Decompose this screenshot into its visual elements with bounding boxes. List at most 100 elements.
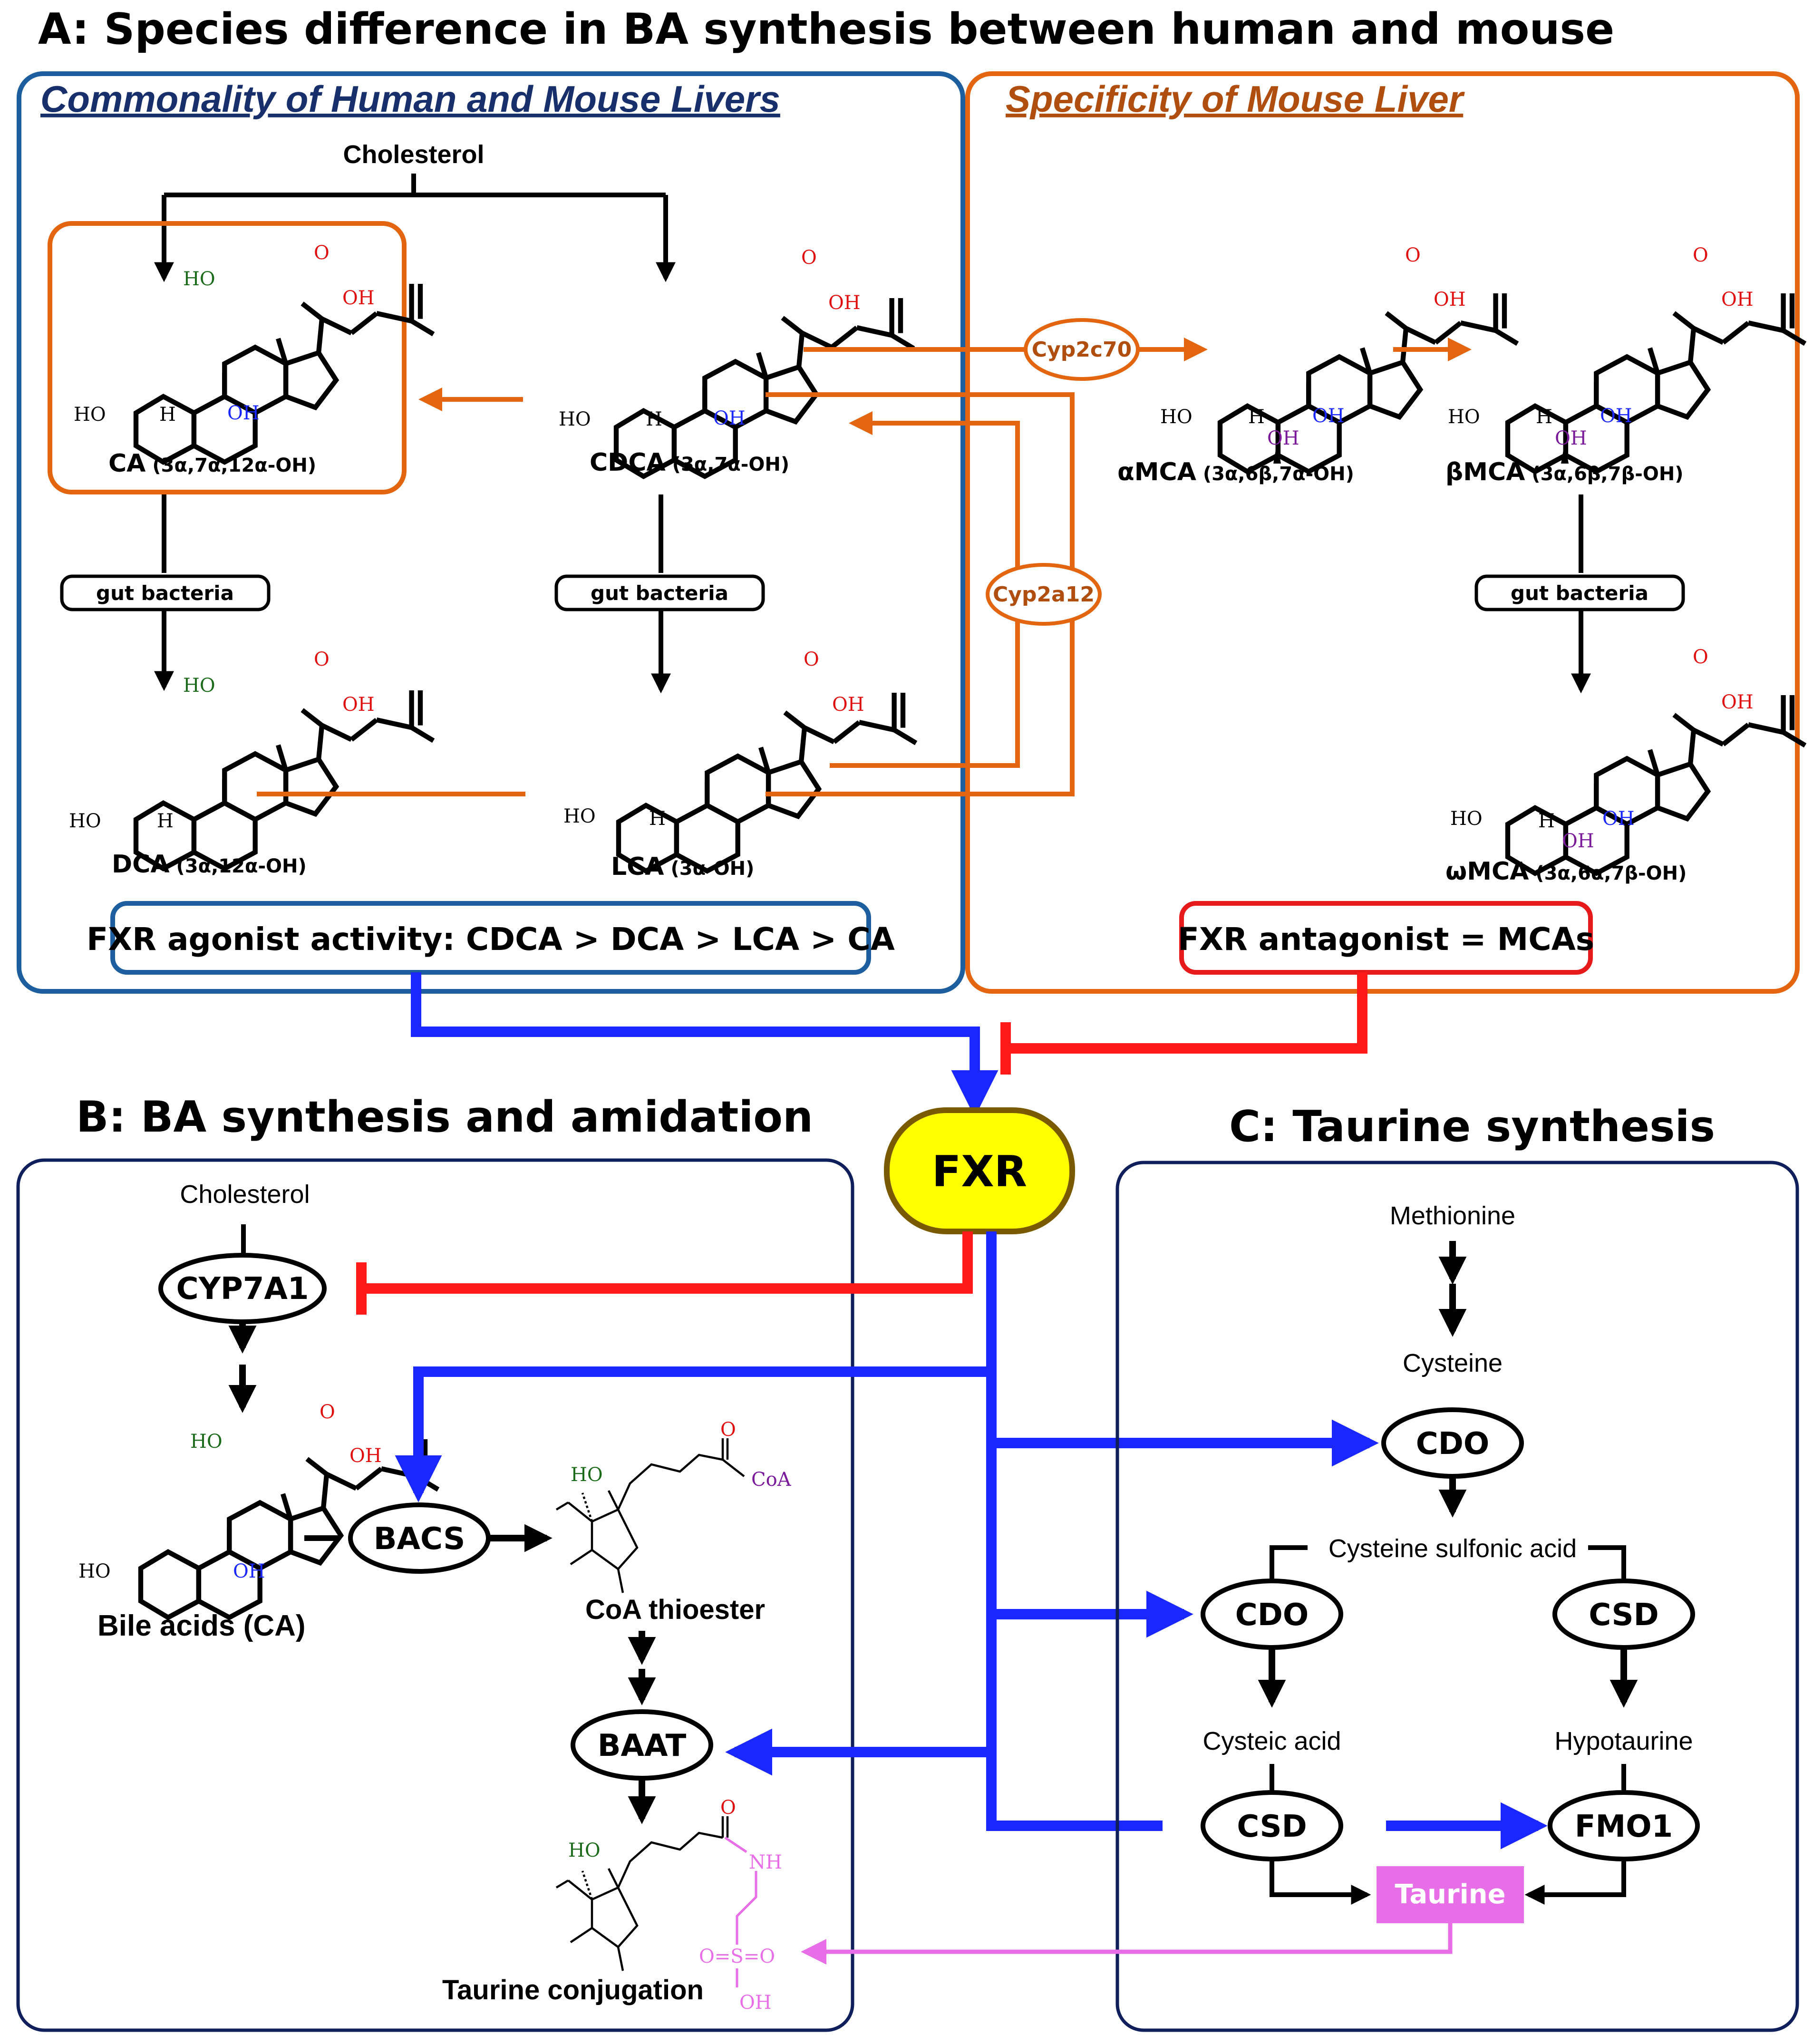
panel-b-box bbox=[16, 1158, 854, 2032]
bmca-6b-wedge bbox=[1561, 442, 1569, 464]
ca-acid-oh: OH bbox=[342, 287, 375, 309]
antagonist-box bbox=[1179, 901, 1593, 975]
panel-b-title: B: BA synthesis and amidation bbox=[76, 1092, 813, 1142]
bile-acid-acid-oh: OH bbox=[349, 1445, 382, 1467]
gut-bacteria-box-2 bbox=[554, 574, 765, 611]
bmca-3-oh: HO bbox=[1448, 406, 1480, 428]
taurine-conj-nh: NH bbox=[749, 1851, 782, 1873]
dca-5-h: H bbox=[157, 810, 174, 832]
bile-acids-label: Bile acids (CA) bbox=[97, 1609, 306, 1642]
taurine-conjugate-structure bbox=[555, 1816, 757, 1987]
cdo-enzyme-1 bbox=[1381, 1407, 1524, 1479]
bacs-enzyme bbox=[348, 1502, 491, 1574]
lca-label: LCA (3α-OH) bbox=[611, 852, 754, 881]
bmca-acid-oh: OH bbox=[1721, 289, 1754, 310]
bacs-label: BACS bbox=[374, 1521, 465, 1557]
taurine-box bbox=[1377, 1866, 1524, 1923]
cdca-acid-oh: OH bbox=[828, 292, 861, 314]
cdca-5-h: H bbox=[646, 408, 662, 430]
taurine-to-conjugation-arrow bbox=[801, 1923, 1453, 1965]
ca-structure bbox=[136, 284, 434, 462]
cdca-keto-o: O bbox=[801, 247, 817, 269]
agonist-box bbox=[110, 901, 871, 975]
agonist-label: FXR agonist activity: CDCA > DCA > LCA >… bbox=[87, 921, 895, 958]
dca-structure bbox=[136, 690, 434, 869]
lca-5-h: H bbox=[649, 808, 666, 830]
panel-c-box bbox=[1115, 1161, 1799, 2032]
lca-keto-o: O bbox=[804, 649, 819, 670]
bile-acid-7-oh: OH bbox=[233, 1560, 265, 1582]
gut-bacteria-box-3 bbox=[1474, 574, 1685, 611]
dca-keto-o: O bbox=[314, 649, 330, 670]
ca-5-h: H bbox=[159, 404, 176, 426]
cdo-label-1: CDO bbox=[1416, 1426, 1490, 1462]
bmca-5-h: H bbox=[1536, 406, 1552, 428]
wmca-7-oh: OH bbox=[1602, 808, 1635, 830]
hypotaurine-label: Hypotaurine bbox=[1554, 1727, 1693, 1755]
bile-acid-12-oh: HO bbox=[190, 1431, 223, 1453]
cholesterol-label-a: Cholesterol bbox=[343, 140, 484, 169]
amca-6b-wedge bbox=[1273, 442, 1281, 464]
gut-bacteria-box-1 bbox=[60, 574, 271, 611]
baat-label: BAAT bbox=[598, 1728, 687, 1763]
amca-structure bbox=[1220, 293, 1518, 472]
amca-5-h: H bbox=[1248, 406, 1265, 428]
fxr-main-trunk bbox=[986, 1231, 1163, 1831]
cyp7a1-label: CYP7A1 bbox=[176, 1271, 309, 1307]
fxr-node bbox=[884, 1107, 1075, 1234]
bile-acid-keto-o: O bbox=[320, 1401, 335, 1423]
gut-bacteria-label-2: gut bacteria bbox=[591, 581, 728, 605]
wmca-acid-oh: OH bbox=[1721, 691, 1754, 713]
ca-highlight-box bbox=[48, 221, 407, 494]
taurine-conj-o: O bbox=[720, 1797, 736, 1819]
wmca-structure bbox=[1508, 695, 1805, 873]
taurine-conjugation-label: Taurine conjugation bbox=[442, 1975, 704, 2005]
cholesterol-label-b: Cholesterol bbox=[180, 1180, 310, 1209]
coa-group: CoA bbox=[751, 1469, 792, 1491]
fmo1-label: FMO1 bbox=[1575, 1809, 1673, 1844]
ca-label: CA (3α,7α,12α-OH) bbox=[108, 449, 316, 478]
commonality-title: Commonality of Human and Mouse Livers bbox=[40, 78, 780, 120]
bmca-label: βMCA (3α,6β,7β-OH) bbox=[1445, 458, 1684, 486]
ca-3-oh: HO bbox=[74, 404, 106, 426]
fxr-label: FXR bbox=[932, 1147, 1027, 1197]
lca-acid-oh: OH bbox=[832, 694, 864, 716]
dca-12-oh: HO bbox=[183, 675, 215, 697]
csa-left-bracket bbox=[1270, 1545, 1308, 1579]
cysteine-sulfonic-acid-label: Cysteine sulfonic acid bbox=[1328, 1534, 1577, 1563]
dca-label: DCA (3α,12α-OH) bbox=[112, 850, 307, 879]
cdo-label-2: CDO bbox=[1235, 1598, 1309, 1633]
fxr-to-bacs-arrow bbox=[395, 1366, 991, 1502]
amca-keto-o: O bbox=[1405, 244, 1421, 266]
cyp2c70-label: Cyp2c70 bbox=[1032, 338, 1132, 362]
bile-acid-3-oh: HO bbox=[78, 1560, 111, 1582]
csd-enzyme-1 bbox=[1552, 1579, 1695, 1650]
amca-7-oh: OH bbox=[1312, 405, 1345, 427]
ca-keto-o: O bbox=[314, 242, 330, 264]
lca-structure bbox=[619, 693, 916, 871]
antagonist-label: FXR antagonist = MCAs bbox=[1178, 921, 1594, 958]
lca-3-oh: HO bbox=[563, 805, 596, 827]
coa-ho: HO bbox=[571, 1464, 603, 1486]
wmca-6-oh: OH bbox=[1562, 830, 1594, 852]
antagonist-inhibition-line bbox=[1006, 972, 1367, 1054]
taurine-conj-ho: HO bbox=[568, 1840, 601, 1861]
taurine-label: Taurine bbox=[1395, 1879, 1505, 1910]
fxr-inhibits-cyp7a1 bbox=[361, 1231, 973, 1294]
methionine-label: Methionine bbox=[1390, 1201, 1515, 1230]
bmca-6-oh: OH bbox=[1555, 427, 1587, 449]
taurine-conj-so2: O=S=O bbox=[699, 1946, 775, 1967]
coa-thioester-structure bbox=[555, 1438, 745, 1593]
wmca-5-h: H bbox=[1538, 810, 1555, 832]
specificity-title: Specificity of Mouse Liver bbox=[1006, 78, 1465, 120]
panel-c-title: C: Taurine synthesis bbox=[1229, 1102, 1715, 1152]
cdca-label: CDCA (3α,7α-OH) bbox=[590, 448, 789, 477]
ca-12-oh: HO bbox=[183, 268, 215, 290]
cholesterol-branch bbox=[164, 174, 666, 197]
wmca-3-oh: HO bbox=[1450, 808, 1483, 830]
wmca-keto-o: O bbox=[1693, 646, 1708, 668]
csd-label-1: CSD bbox=[1589, 1598, 1658, 1633]
amca-acid-oh: OH bbox=[1434, 289, 1466, 310]
dca-acid-oh: OH bbox=[342, 694, 375, 716]
